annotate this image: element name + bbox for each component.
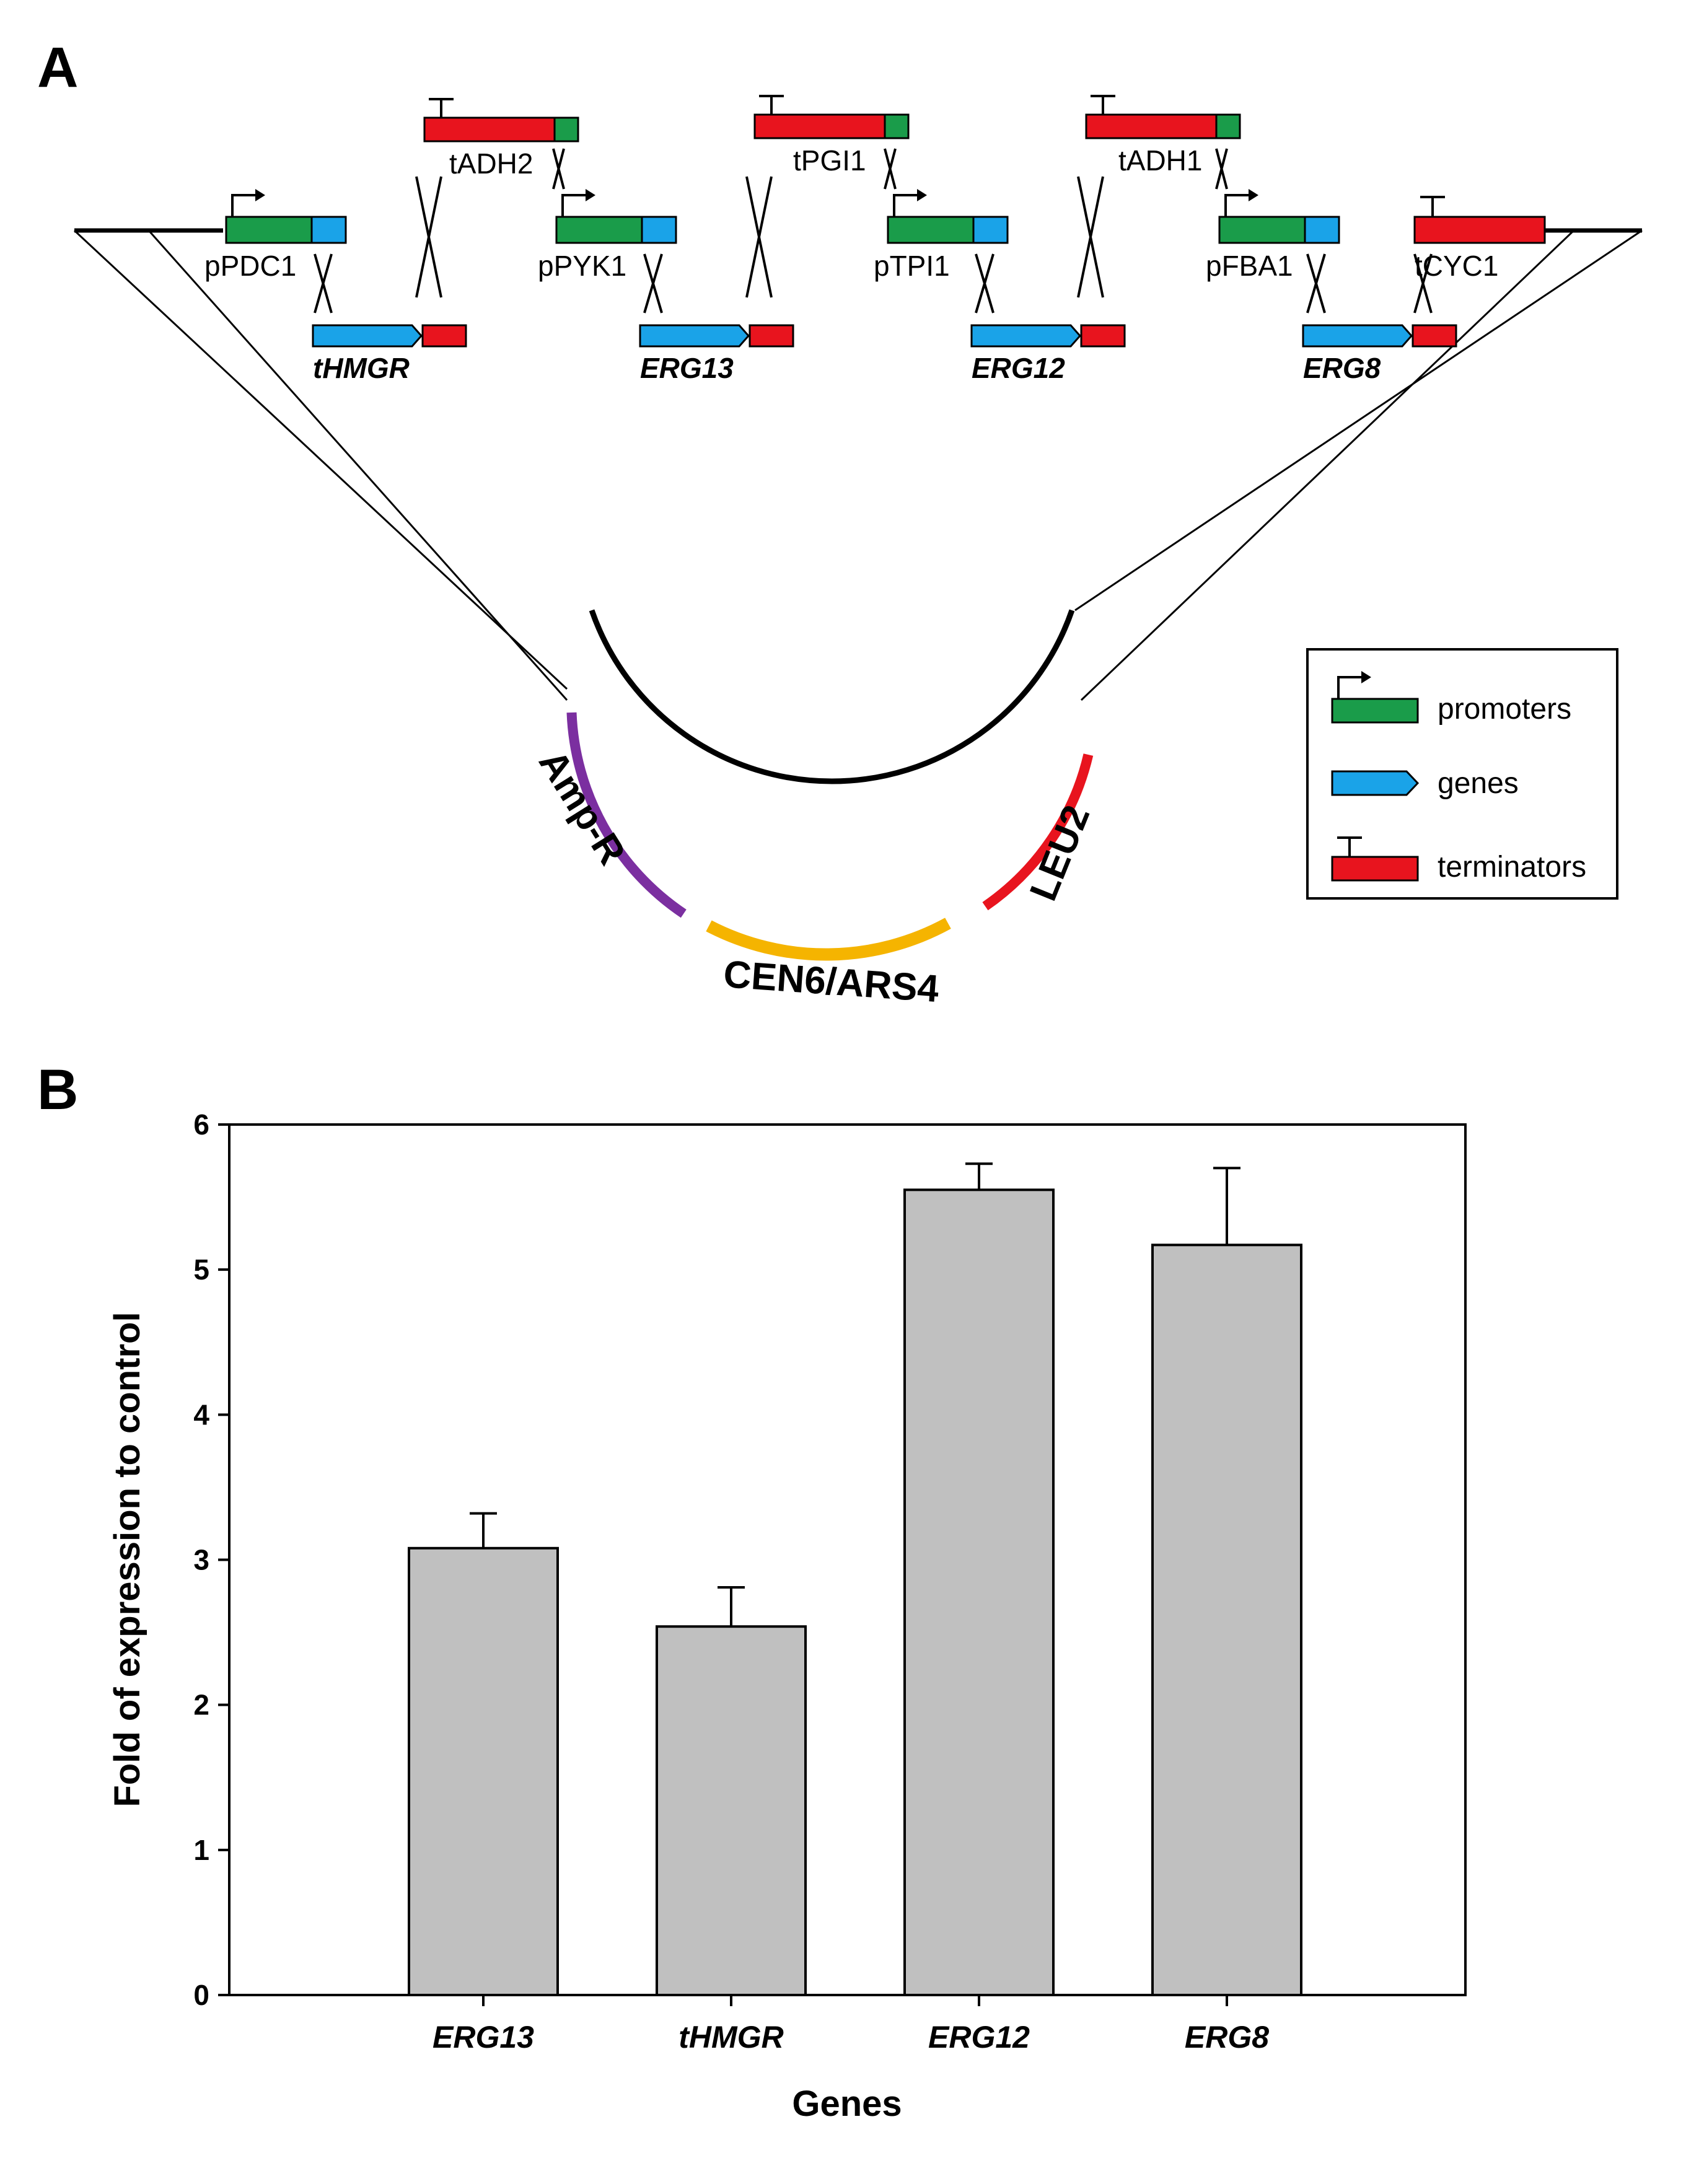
x-tick-label: ERG8	[1185, 2020, 1269, 2055]
promoter-label: pPYK1	[538, 250, 626, 282]
bar-erg12	[903, 1188, 1055, 1996]
bar-thmgr	[656, 1625, 807, 1996]
plasmid-segment-amp	[566, 712, 687, 918]
gene-label: tHMGR	[313, 352, 410, 384]
terminator-tadh1: tADH1	[1085, 95, 1241, 177]
bar-erg13	[408, 1546, 559, 1996]
y-tick-label: 1	[193, 1834, 209, 1866]
terminator-tcyc1: tCYC1	[1413, 196, 1546, 282]
plasmid-segment-leu	[982, 753, 1094, 911]
x-tick-label: ERG13	[432, 2020, 534, 2055]
y-tick-label: 6	[193, 1108, 209, 1141]
y-tick-label: 3	[193, 1544, 209, 1576]
x-tick-label: ERG12	[928, 2020, 1030, 2055]
y-axis: 0 1 2 3 4 5 6	[193, 1108, 229, 2011]
y-tick-label: 2	[193, 1689, 209, 1721]
legend: promoters genes terminators	[1306, 648, 1618, 900]
gene-erg13: ERG13	[639, 324, 794, 384]
promoter-ptpi1: pTPI1	[874, 189, 1009, 282]
legend-label: terminators	[1438, 851, 1586, 884]
x-axis-title: Genes	[792, 2084, 902, 2124]
legend-label: genes	[1438, 767, 1519, 800]
plasmid	[566, 609, 1094, 961]
promoter-ppdc1: pPDC1	[204, 189, 347, 282]
terminator-label: tPGI1	[793, 144, 866, 177]
integration-backbone	[73, 228, 1643, 701]
legend-genes: genes	[1331, 767, 1519, 800]
bar-erg8	[1151, 1243, 1302, 1996]
gene-label: ERG8	[1303, 352, 1381, 384]
promoter-pfba1: pFBA1	[1206, 189, 1340, 282]
y-tick-label: 5	[193, 1253, 209, 1286]
terminator-tadh2: tADH2	[423, 98, 579, 180]
legend-label: promoters	[1438, 693, 1571, 726]
promoter-label: pPDC1	[204, 250, 296, 282]
gene-label: ERG12	[972, 352, 1065, 384]
x-tick-label: tHMGR	[678, 2020, 783, 2055]
plasmid-label-leu: LEU2	[1022, 799, 1098, 906]
crossover-marks	[314, 148, 1433, 314]
gene-erg12: ERG12	[970, 324, 1126, 384]
promoter-ppyk1: pPYK1	[538, 189, 677, 282]
plasmid-segment-cen	[706, 918, 951, 961]
gene-erg8: ERG8	[1302, 324, 1457, 384]
bars	[408, 1162, 1302, 1996]
promoter-label: pTPI1	[874, 250, 950, 282]
bar-chart: 0 1 2 3 4 5 6 ERG13 tHMGR ERG12 ERG8 Fold of expr…	[107, 1108, 1467, 2124]
terminator-tpgi1: tPGI1	[753, 95, 910, 177]
panel-b-label: B	[37, 1058, 78, 1121]
legend-terminators: terminators	[1331, 836, 1586, 884]
legend-promoters: promoters	[1331, 671, 1571, 726]
plasmid-label-cen: CEN6/ARS4	[722, 953, 940, 1011]
gene-label: ERG13	[640, 352, 734, 384]
y-tick-label: 4	[193, 1398, 209, 1431]
gene-thmgr: tHMGR	[312, 324, 467, 384]
y-axis-title: Fold of expression to control	[107, 1312, 147, 1807]
x-axis: ERG13 tHMGR ERG12 ERG8	[432, 1995, 1269, 2055]
terminator-label: tADH2	[449, 147, 533, 180]
promoter-label: pFBA1	[1206, 250, 1293, 282]
panel-a-label: A	[37, 36, 78, 99]
terminator-label: tADH1	[1118, 144, 1202, 177]
y-tick-label: 0	[193, 1979, 209, 2011]
